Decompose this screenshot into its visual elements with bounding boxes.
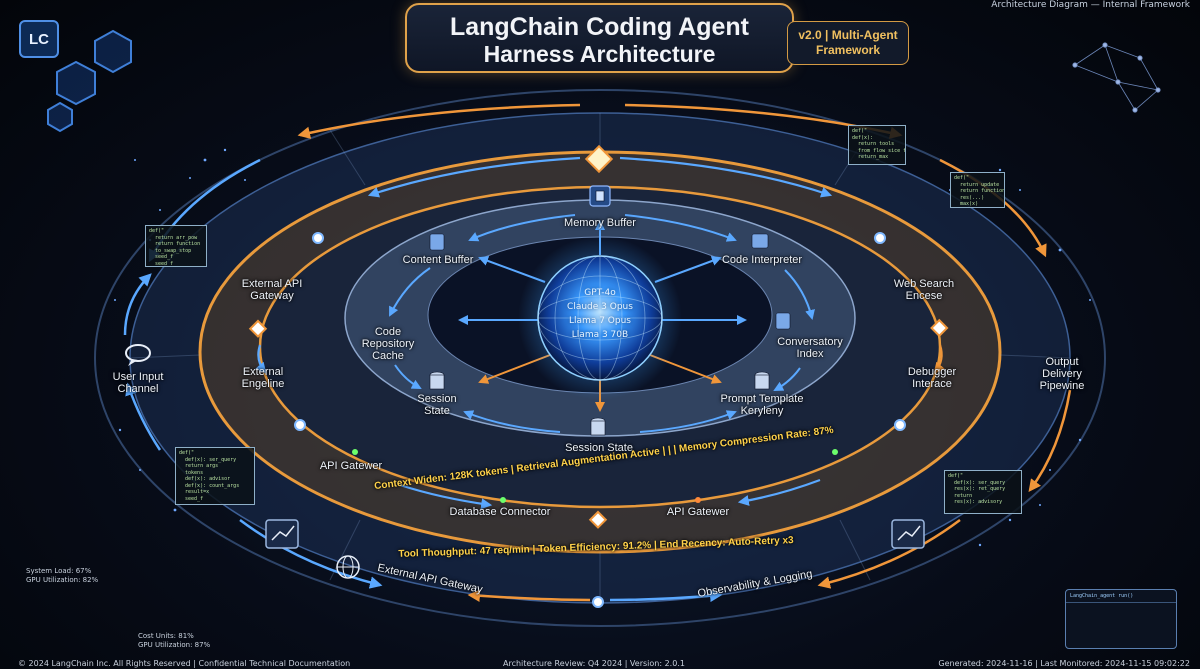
- outer-boundary-ring: [94, 89, 1106, 627]
- database-connector-label: Database Connector: [449, 506, 551, 518]
- code-snippet-left-lower: def(" def(x): ser_query return args toke…: [175, 447, 255, 505]
- core-model-2: Claude 3 Opus: [567, 302, 633, 312]
- session-state-left-label: Session State: [417, 393, 457, 417]
- top-right-label: Architecture Diagram — Internal Framewor…: [991, 0, 1190, 10]
- debugger-label: Debugger Interace: [907, 366, 957, 390]
- hexagon-decoration: [47, 29, 132, 133]
- session-state-bottom-label: Session State: [565, 442, 633, 454]
- outer-ring-icons: [125, 344, 925, 579]
- code-snippet-right-lower: def(" def(x): ser_query res(x): ret_quer…: [944, 470, 1022, 514]
- title-line2: Harness Architecture: [483, 41, 716, 67]
- inner-ring-arrows: [389, 214, 815, 433]
- title-line1: LangChain Coding Agent: [449, 13, 750, 41]
- core-model-4: Llama 3 70B: [571, 330, 629, 340]
- footer-generated: Generated: 2024-11-16 | Last Monitored: …: [938, 659, 1190, 668]
- core-model-3: Llama 7 Opus: [569, 316, 631, 326]
- inner-ring-icons: [429, 185, 791, 436]
- system-stats-lower: Cost Units: 81% GPU Utilization: 87%: [138, 632, 211, 649]
- api-gateway-left-label: API Gatewer: [319, 460, 383, 472]
- prompt-template-label: Prompt Template Keryleny: [720, 393, 804, 417]
- external-engine-label: External Engeline: [241, 366, 285, 390]
- title-box: LangChain Coding Agent Harness Architect…: [405, 3, 794, 73]
- terminal-prompt: LangChain_agent run(): [1066, 590, 1176, 603]
- ring-node-markers: [248, 144, 949, 608]
- lc-logo-badge: LC: [19, 20, 59, 58]
- code-repo-cache-label: Code Repository Cache: [361, 326, 415, 362]
- core-mesh: [537, 255, 663, 381]
- middle-ring-arrows: [255, 156, 945, 510]
- core-model-list: GPT-4o Claude 3 Opus Llama 7 Opus Llama …: [567, 286, 633, 342]
- code-interpreter-label: Code Interpreter: [721, 254, 803, 266]
- terminal-panel: LangChain_agent run(): [1065, 589, 1177, 649]
- external-api-gateway-middle-label: External API Gateway: [241, 278, 303, 302]
- system-stats-upper: System Load: 67% GPU Utilization: 82%: [26, 567, 99, 584]
- output-pipeline-label: Output Delivery Pipewine: [1039, 356, 1085, 392]
- footer-copyright: © 2024 LangChain Inc. All Rights Reserve…: [18, 659, 351, 668]
- core-model-1: GPT-4o: [584, 288, 616, 298]
- content-buffer-label: Content Buffer: [402, 254, 474, 266]
- footer-review: Architecture Review: Q4 2024 | Version: …: [503, 659, 685, 668]
- api-gateway-right-label: API Gatewer: [666, 506, 730, 518]
- code-snippet-left-upper: def(" return arr_pow return function to_…: [145, 225, 207, 267]
- code-snippet-top-right-1: def(" def(x): return tools from flow sic…: [848, 125, 906, 165]
- user-input-channel-label: User Input Channel: [112, 371, 164, 395]
- web-search-label: Web Search Encese: [893, 278, 955, 302]
- memory-buffer-label: Memory Buffer: [564, 217, 636, 229]
- version-badge: v2.0 | Multi-Agent Framework: [787, 21, 909, 65]
- core-orb: [537, 255, 663, 381]
- conversation-index-label: Conversatory Index: [777, 336, 843, 360]
- network-graph-decoration: [1072, 42, 1161, 113]
- code-snippet-top-right-2: def(" return update return function res(…: [950, 172, 1005, 208]
